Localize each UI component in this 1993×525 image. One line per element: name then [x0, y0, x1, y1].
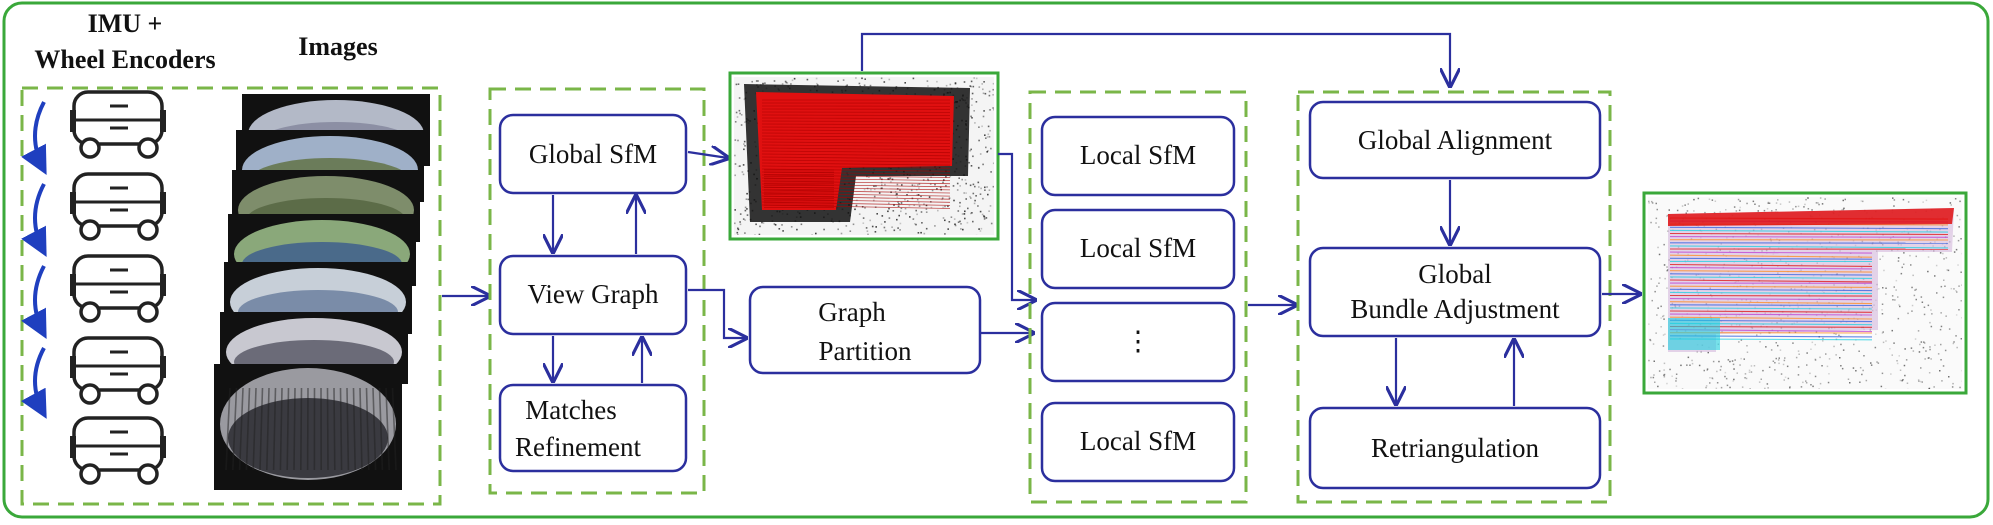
point-cloud-partial: [734, 77, 994, 235]
global-sfm-label: Global SfM: [529, 139, 657, 169]
vehicle-icon: [70, 172, 166, 241]
arrow-pointcloud-to-local: [998, 152, 1035, 300]
vehicle-column: [20, 90, 166, 485]
curved-arrow-icon: [21, 101, 47, 175]
gba-box: [1308, 246, 1602, 338]
sensor-group: [20, 86, 442, 506]
graph-partition-box: [748, 285, 982, 375]
local-stage-group: [1028, 90, 1248, 504]
local-sfm-box-2: [1040, 208, 1236, 290]
refinement-label: Refinement: [515, 432, 641, 462]
local-ellipsis-box: [1040, 301, 1236, 383]
local-sfm-label-2: Local SfM: [1080, 233, 1196, 263]
global-sfm-box: [498, 113, 688, 195]
local-sfm-box-n: [1040, 401, 1236, 483]
images-label: Images: [298, 32, 377, 61]
gba-label-1: Global: [1418, 259, 1492, 289]
view-graph-label: View Graph: [527, 279, 659, 309]
point-cloud-full: [1648, 197, 1962, 389]
vehicle-icon: [70, 416, 166, 485]
view-graph-box: [498, 254, 688, 336]
retriangulation-box: [1308, 406, 1602, 490]
retriangulation-label: Retriangulation: [1371, 433, 1539, 463]
vehicle-icon: [70, 336, 166, 405]
matches-refinement-box: [498, 383, 688, 473]
curved-arrow-icon: [21, 183, 47, 257]
partition-label: Partition: [819, 336, 912, 366]
wheel-encoders-label: Wheel Encoders: [34, 45, 215, 74]
imu-label: IMU +: [88, 9, 163, 38]
global-alignment-box: [1308, 100, 1602, 180]
arrow-sfm-to-pointcloud: [687, 152, 728, 158]
vehicle-icon: [70, 90, 166, 159]
merge-stage-group: [1296, 90, 1612, 504]
matches-label: Matches: [525, 395, 616, 425]
local-sfm-label-1: Local SfM: [1080, 140, 1196, 170]
vehicle-icon: [70, 254, 166, 323]
global-alignment-label: Global Alignment: [1358, 125, 1553, 155]
camera-image-stack: [214, 94, 430, 490]
local-sfm-label-n: Local SfM: [1080, 426, 1196, 456]
arrow-pointcloud-to-alignment: [860, 32, 1450, 86]
gba-label-2: Bundle Adjustment: [1350, 294, 1560, 324]
curved-arrow-icon: [20, 347, 47, 419]
arrow-viewgraph-to-partition: [688, 288, 746, 338]
local-sfm-box-1: [1040, 115, 1236, 197]
ellipsis-label: ⋮: [1125, 326, 1152, 356]
graph-label: Graph: [818, 297, 886, 327]
curved-arrow-icon: [21, 265, 47, 339]
